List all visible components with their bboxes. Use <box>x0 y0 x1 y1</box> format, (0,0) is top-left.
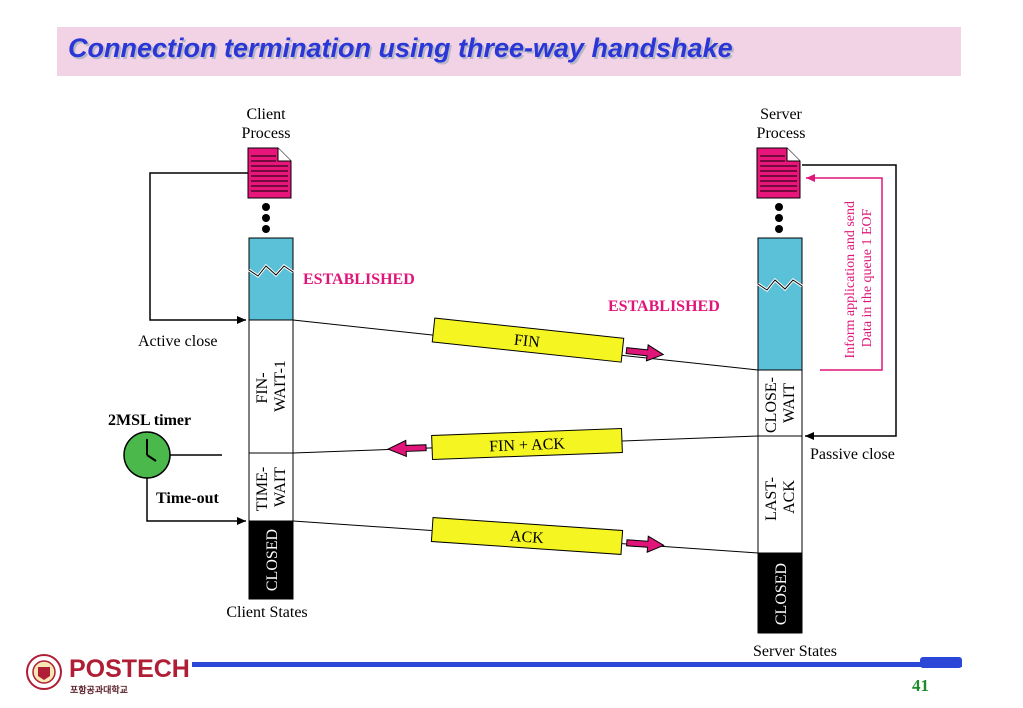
client-process-label-1: Client <box>246 106 286 123</box>
client-document-icon <box>247 147 292 199</box>
client-state-fin-wait: FIN- WAIT-1 <box>254 360 289 412</box>
server-state-last-ack: LAST- ACK <box>763 473 798 521</box>
client-established-bar <box>248 237 294 321</box>
inform-application-arrow <box>806 174 883 371</box>
postech-emblem-icon <box>26 654 62 690</box>
server-ellipsis-dots <box>775 203 783 233</box>
client-states-label: Client States <box>226 604 307 621</box>
fin-segment: FIN <box>431 317 665 363</box>
client-ellipsis-dots <box>262 203 270 233</box>
title-bar <box>57 27 961 76</box>
client-state-time-wait: TIME- WAIT <box>254 463 289 511</box>
server-established-bar <box>757 237 803 371</box>
timer-clock-icon <box>123 431 171 479</box>
fin-direction-arrow <box>625 344 665 362</box>
timer-label: 2MSL timer <box>108 412 191 429</box>
footer-bar <box>192 662 962 667</box>
server-closed-bar <box>757 552 803 634</box>
server-state-closed: CLOSED <box>773 563 790 625</box>
active-close-label: Active close <box>138 333 218 350</box>
page-number: 41 <box>912 676 929 695</box>
client-closed-bar <box>248 520 294 600</box>
timeout-arrow <box>146 478 246 525</box>
timeout-label: Time-out <box>156 490 219 507</box>
server-last-ack-bar <box>757 435 803 554</box>
server-document-icon <box>756 147 801 199</box>
server-process-label-1: Server <box>760 106 802 123</box>
postech-logo-text: POSTECH <box>69 655 190 683</box>
server-state-established: ESTABLISHED <box>608 298 720 315</box>
fin-ack-label: FIN + ACK <box>489 436 566 456</box>
fin-ack-direction-arrow <box>386 439 427 458</box>
fin-ack-segment: FIN + ACK <box>386 428 623 460</box>
client-time-wait-bar <box>248 452 294 522</box>
passive-close-label: Passive close <box>810 446 895 463</box>
server-states-label: Server States <box>753 643 837 660</box>
client-process-label-2: Process <box>242 125 291 142</box>
slide-title: Connection termination using three-way h… <box>68 33 733 63</box>
ack-segment: ACK <box>430 517 665 555</box>
postech-logo-subtitle: 포항공과대학교 <box>70 685 128 695</box>
server-process-label-2: Process <box>757 125 806 142</box>
fin-label: FIN <box>513 332 541 352</box>
ack-direction-arrow <box>626 535 665 553</box>
client-state-closed: CLOSED <box>264 529 281 591</box>
client-state-established: ESTABLISHED <box>303 271 415 288</box>
server-state-close-wait: CLOSE- WAIT <box>763 373 798 433</box>
passive-close-arrow <box>802 164 897 440</box>
ack-label: ACK <box>509 528 544 547</box>
server-close-wait-bar <box>757 369 803 437</box>
inform-label: Inform application and send Data in the … <box>843 198 875 359</box>
client-fin-wait-bar <box>248 319 294 454</box>
active-close-arrow <box>149 172 248 324</box>
